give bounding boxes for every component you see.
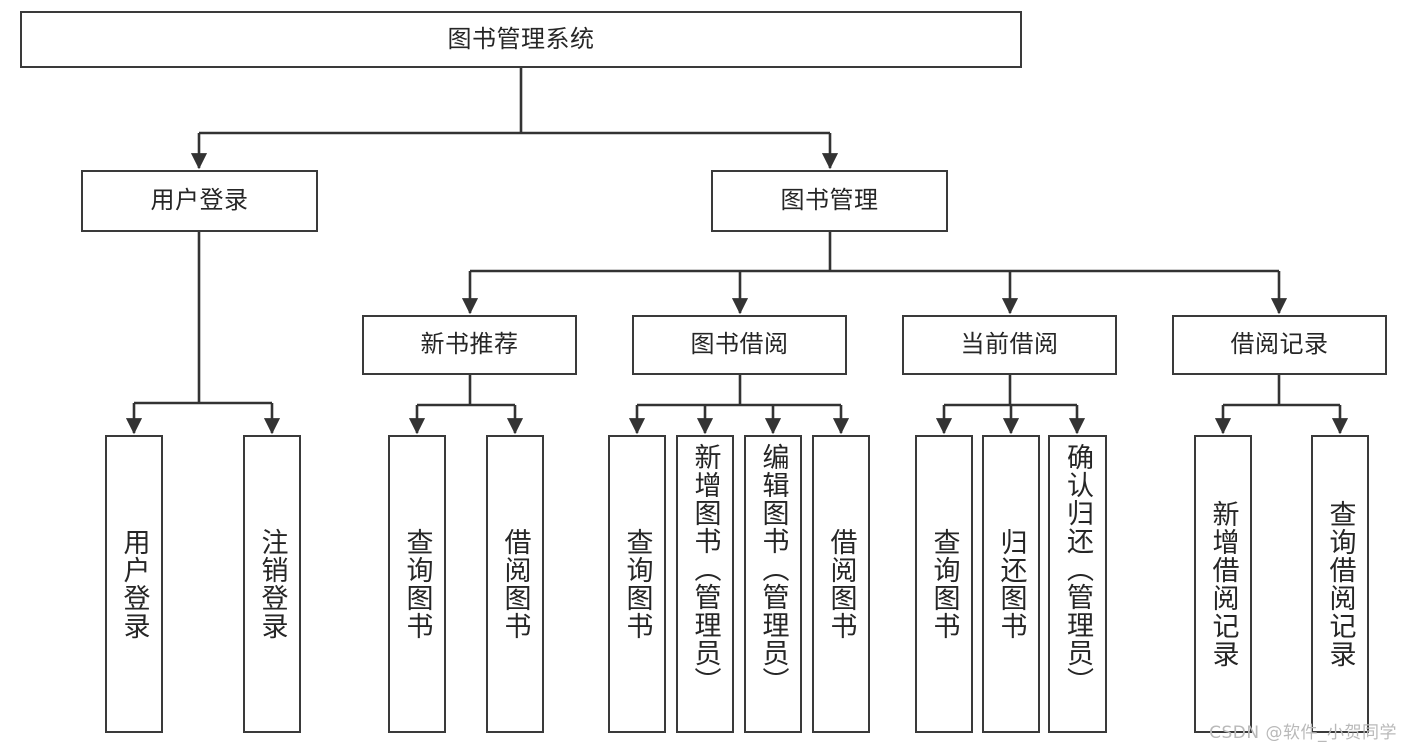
node-new-book-recommend[interactable]: 新书推荐 — [362, 315, 577, 375]
node-leaf-borrow-book-1-label: 借阅图书 — [499, 528, 531, 640]
node-user-login-label: 用户登录 — [150, 186, 249, 215]
node-leaf-confirm-return-label: 确认归还（管理员） — [1062, 443, 1093, 695]
node-leaf-return-book-label: 归还图书 — [995, 528, 1027, 640]
node-leaf-query-book-2[interactable]: 查询图书 — [608, 435, 666, 733]
node-leaf-add-book-label: 新增图书（管理员） — [689, 443, 721, 695]
node-leaf-query-borrow-record[interactable]: 查询借阅记录 — [1311, 435, 1369, 733]
node-leaf-user-login[interactable]: 用户登录 — [105, 435, 163, 733]
node-leaf-query-book-3-label: 查询图书 — [928, 528, 960, 640]
node-leaf-add-borrow-record[interactable]: 新增借阅记录 — [1194, 435, 1252, 733]
node-new-book-recommend-label: 新书推荐 — [420, 330, 519, 359]
csdn-watermark: CSDN @软件_小贺同学 — [1209, 723, 1397, 743]
node-leaf-query-borrow-record-label: 查询借阅记录 — [1324, 500, 1356, 668]
node-leaf-query-book-1-label: 查询图书 — [401, 528, 433, 640]
node-leaf-edit-book-label: 编辑图书（管理员） — [757, 443, 789, 695]
node-leaf-user-logout-label: 注销登录 — [256, 528, 288, 640]
node-leaf-borrow-book-2[interactable]: 借阅图书 — [812, 435, 870, 733]
node-leaf-borrow-book-2-label: 借阅图书 — [825, 528, 857, 640]
node-leaf-add-book[interactable]: 新增图书（管理员） — [676, 435, 734, 733]
node-leaf-query-book-2-label: 查询图书 — [621, 528, 653, 640]
node-leaf-query-book-1[interactable]: 查询图书 — [388, 435, 446, 733]
node-leaf-confirm-return[interactable]: 确认归还（管理员） — [1048, 435, 1107, 733]
node-borrow-record[interactable]: 借阅记录 — [1172, 315, 1387, 375]
node-current-borrow[interactable]: 当前借阅 — [902, 315, 1117, 375]
node-leaf-return-book[interactable]: 归还图书 — [982, 435, 1040, 733]
node-book-borrow[interactable]: 图书借阅 — [632, 315, 847, 375]
node-leaf-user-login-label: 用户登录 — [118, 528, 150, 640]
node-root-label: 图书管理系统 — [447, 24, 595, 53]
node-current-borrow-label: 当前借阅 — [960, 330, 1059, 359]
node-leaf-query-book-3[interactable]: 查询图书 — [915, 435, 973, 733]
node-leaf-add-borrow-record-label: 新增借阅记录 — [1207, 500, 1239, 668]
node-leaf-user-logout[interactable]: 注销登录 — [243, 435, 301, 733]
node-leaf-edit-book[interactable]: 编辑图书（管理员） — [744, 435, 802, 733]
node-book-manage-label: 图书管理 — [780, 186, 879, 215]
node-borrow-record-label: 借阅记录 — [1230, 330, 1329, 359]
node-book-manage[interactable]: 图书管理 — [711, 170, 948, 232]
node-book-borrow-label: 图书借阅 — [690, 330, 789, 359]
node-leaf-borrow-book-1[interactable]: 借阅图书 — [486, 435, 544, 733]
node-root[interactable]: 图书管理系统 — [20, 11, 1022, 68]
node-user-login[interactable]: 用户登录 — [81, 170, 318, 232]
